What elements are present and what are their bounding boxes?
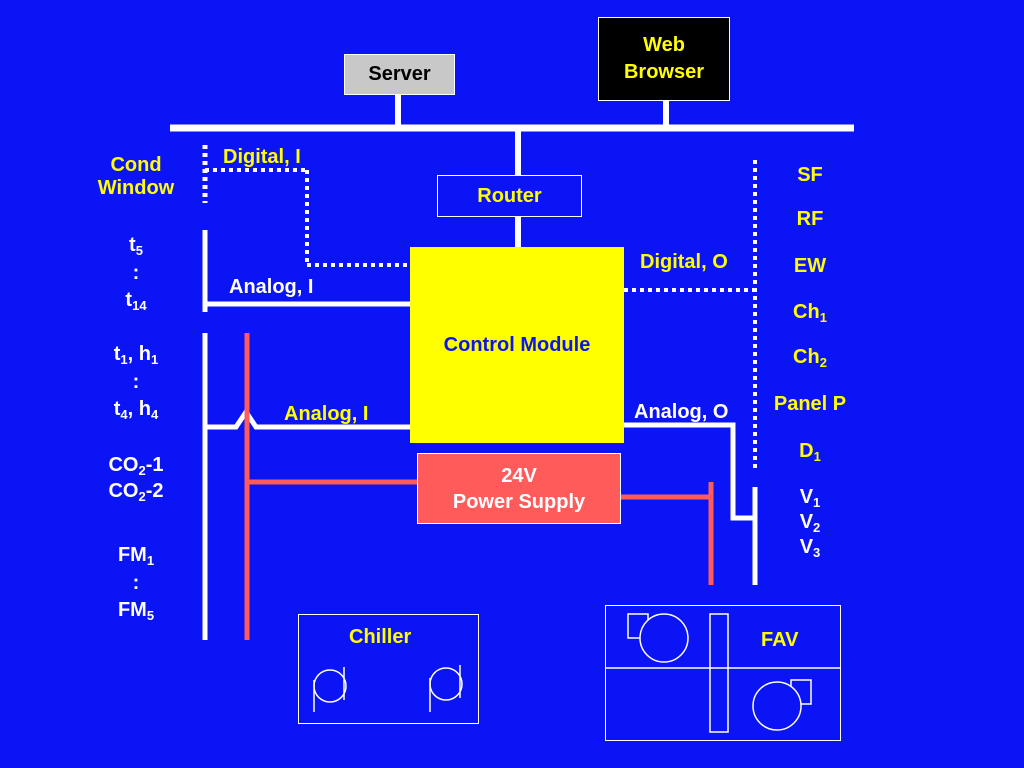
web-browser-label-line1: Web [643, 34, 685, 56]
fav-return-fan-icon [752, 679, 812, 731]
fav-box [605, 605, 841, 741]
ew-label: EW [793, 255, 827, 277]
fav-label: FAV [761, 629, 799, 651]
digital-out-label: Digital, O [640, 251, 728, 273]
server-label: Server [368, 63, 431, 85]
chiller-pump-icon-right [429, 665, 463, 712]
co2-1-label: CO2-1 [108, 454, 164, 478]
temp-humidity-label: t1, h1 : t4, h4 [88, 341, 184, 423]
chiller-label: Chiller [349, 626, 412, 648]
colon-1: : [132, 261, 140, 284]
panel-p-label: Panel P [773, 393, 847, 415]
valve-label: V1 V2 V3 [770, 486, 850, 561]
router-label: Router [477, 184, 542, 207]
router-box: Router [437, 175, 582, 217]
temp-range-label: t5 : t14 [98, 232, 174, 314]
web-browser-box: Web Browser [598, 17, 730, 101]
cond-window-label: Cond Window [97, 154, 175, 199]
analog-in-top-label: Analog, I [229, 276, 314, 298]
t5-label: t5 [129, 234, 143, 258]
rf-label: RF [796, 208, 824, 230]
analog-out-label: Analog, O [634, 401, 729, 423]
ch1-label: Ch1 [793, 301, 827, 325]
power-supply-box: 24V Power Supply [417, 453, 621, 524]
server-box: Server [344, 54, 455, 95]
analog-out-wire [624, 422, 755, 521]
colon-2: : [132, 370, 140, 393]
fm1-label: FM1 [117, 544, 155, 568]
chiller-box [298, 614, 479, 724]
v2-label: V2 [799, 510, 821, 535]
analog-in-bottom-label: Analog, I [284, 403, 369, 425]
fm5-label: FM5 [117, 598, 155, 623]
digital-in-label: Digital, I [223, 146, 301, 168]
fav-supply-fan-icon [627, 613, 689, 663]
v1-label: V1 [799, 486, 821, 510]
control-module-box: Control Module [410, 247, 624, 443]
v3-label: V3 [799, 535, 821, 560]
d1-label: D1 [799, 440, 821, 464]
t1-h1-label: t1, h1 [113, 343, 159, 367]
chiller-pump-icon-left [313, 667, 347, 712]
sf-label: SF [797, 164, 823, 186]
t4-h4-label: t4, h4 [113, 397, 159, 422]
fav-coil-icon [709, 613, 729, 733]
colon-3: : [132, 571, 140, 594]
t14-label: t14 [125, 288, 147, 313]
ch2-label: Ch2 [793, 346, 827, 370]
co2-2-label: CO2-2 [108, 480, 164, 505]
co2-label: CO2-1 CO2-2 [88, 453, 184, 506]
flow-meter-label: FM1 : FM5 [96, 542, 176, 624]
web-browser-label-line2: Browser [623, 61, 705, 83]
power-supply-label-line2: Power Supply [452, 490, 586, 513]
control-module-label: Control Module [443, 333, 591, 356]
power-supply-label-line1: 24V [501, 464, 537, 487]
